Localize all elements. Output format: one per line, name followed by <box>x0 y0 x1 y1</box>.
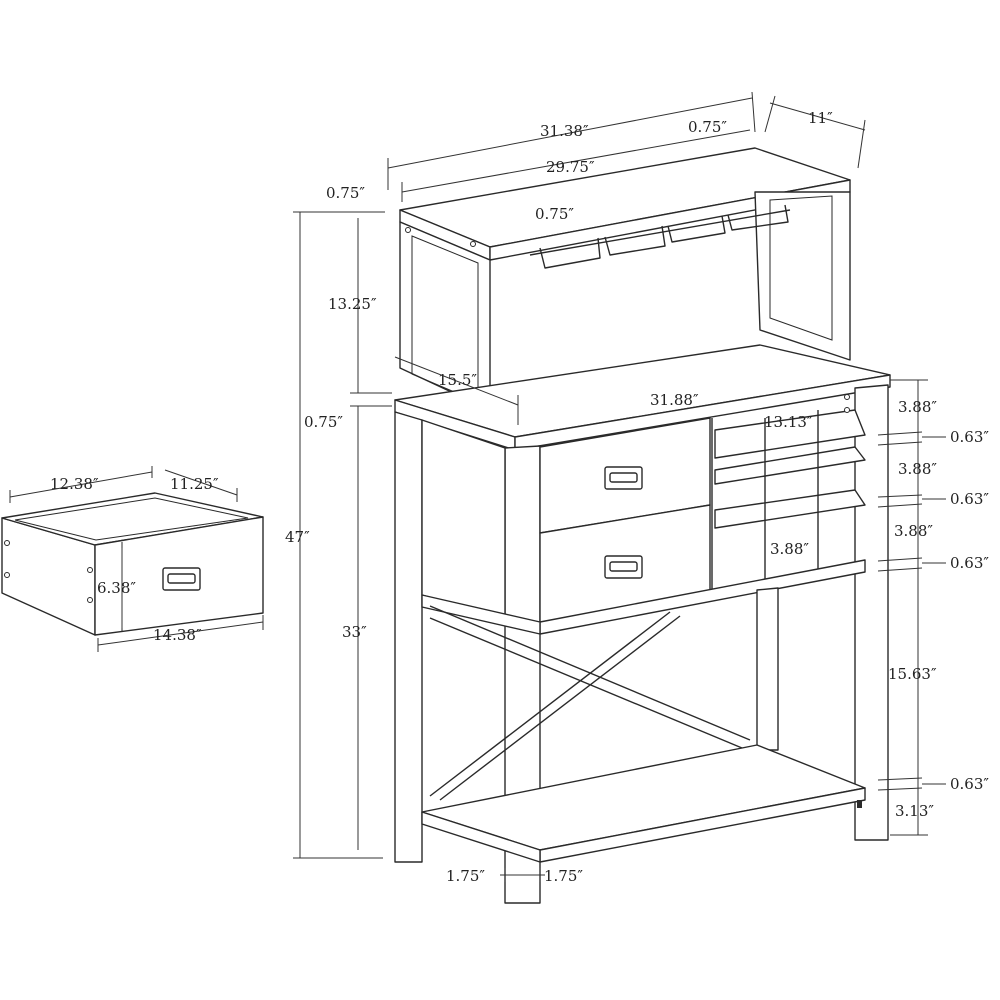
cube-width-label: 13.13″ <box>764 413 813 431</box>
cube-inner-label: 3.88″ <box>770 540 809 558</box>
drawer-height-label: 6.38″ <box>97 579 136 597</box>
drawer-drawing <box>1 492 264 636</box>
drawer-width-dim-line <box>164 469 238 496</box>
cube-height-2-label: 3.88″ <box>898 460 937 478</box>
dimension-labels: 31.38″ 0.75″ 11″ 29.75″ 0.75″ 0.75″ 13.2… <box>50 109 989 885</box>
drawer-front-width-label: 14.38″ <box>153 626 202 644</box>
top-inner-length-label: 29.75″ <box>546 158 595 176</box>
drawer-depth-dim-line <box>9 471 153 498</box>
drawer-inner-edge <box>14 497 249 541</box>
board-2-label: 0.63″ <box>950 490 989 508</box>
glass-rack <box>529 204 791 269</box>
lower-height-label: 33″ <box>342 623 367 641</box>
drawer-handle-icon <box>162 567 201 591</box>
rear-right-leg <box>854 384 889 841</box>
drawer-screw-hole <box>4 540 10 546</box>
wine-cubbies <box>711 409 866 595</box>
top-depth-label: 11″ <box>808 109 833 127</box>
drawer-screw-hole <box>87 597 93 603</box>
board-4-label: 0.63″ <box>950 775 989 793</box>
front-leg <box>504 445 541 904</box>
drawer-screw-hole <box>87 567 93 573</box>
drawer-width-inner-label: 11.25″ <box>170 475 219 493</box>
cube-height-1-label: 3.88″ <box>898 398 937 416</box>
tabletop-length-label: 31.88″ <box>650 391 699 409</box>
cabinet-drawing <box>394 147 891 904</box>
side-apron <box>421 419 506 619</box>
drawer-depth-label: 12.38″ <box>50 475 99 493</box>
drawer-front-dim-line <box>97 621 264 646</box>
leg-width-right-label: 1.75″ <box>544 867 583 885</box>
drawer-screw-hole <box>4 572 10 578</box>
board-3-label: 0.63″ <box>950 554 989 572</box>
side-depth-label: 15.5″ <box>438 371 477 389</box>
total-height-label: 47″ <box>285 528 310 546</box>
leg-width-left-label: 1.75″ <box>446 867 485 885</box>
left-front-leg <box>394 411 423 863</box>
drawer-front-panel <box>94 516 264 636</box>
drawer-handle-icon <box>604 555 643 579</box>
upper-shelf-height-label: 13.25″ <box>328 295 377 313</box>
tabletop-thickness-label: 0.75″ <box>304 413 343 431</box>
x-brace <box>429 605 751 801</box>
foot-height-label: 3.13″ <box>895 802 934 820</box>
glass-rack-rail-label: 0.75″ <box>535 205 574 223</box>
top-length-label: 31.38″ <box>540 122 589 140</box>
top-edge-left-label: 0.75″ <box>326 184 365 202</box>
cube-height-3-label: 3.88″ <box>894 522 933 540</box>
cabinet-dimensions <box>293 91 946 882</box>
drawer-handle-icon <box>604 466 643 490</box>
board-1-label: 0.63″ <box>950 428 989 446</box>
top-edge-right-label: 0.75″ <box>688 118 727 136</box>
open-shelf-height-label: 15.63″ <box>888 665 937 683</box>
hutch-right-frame <box>754 191 851 361</box>
drawer-dimensions <box>9 466 264 652</box>
